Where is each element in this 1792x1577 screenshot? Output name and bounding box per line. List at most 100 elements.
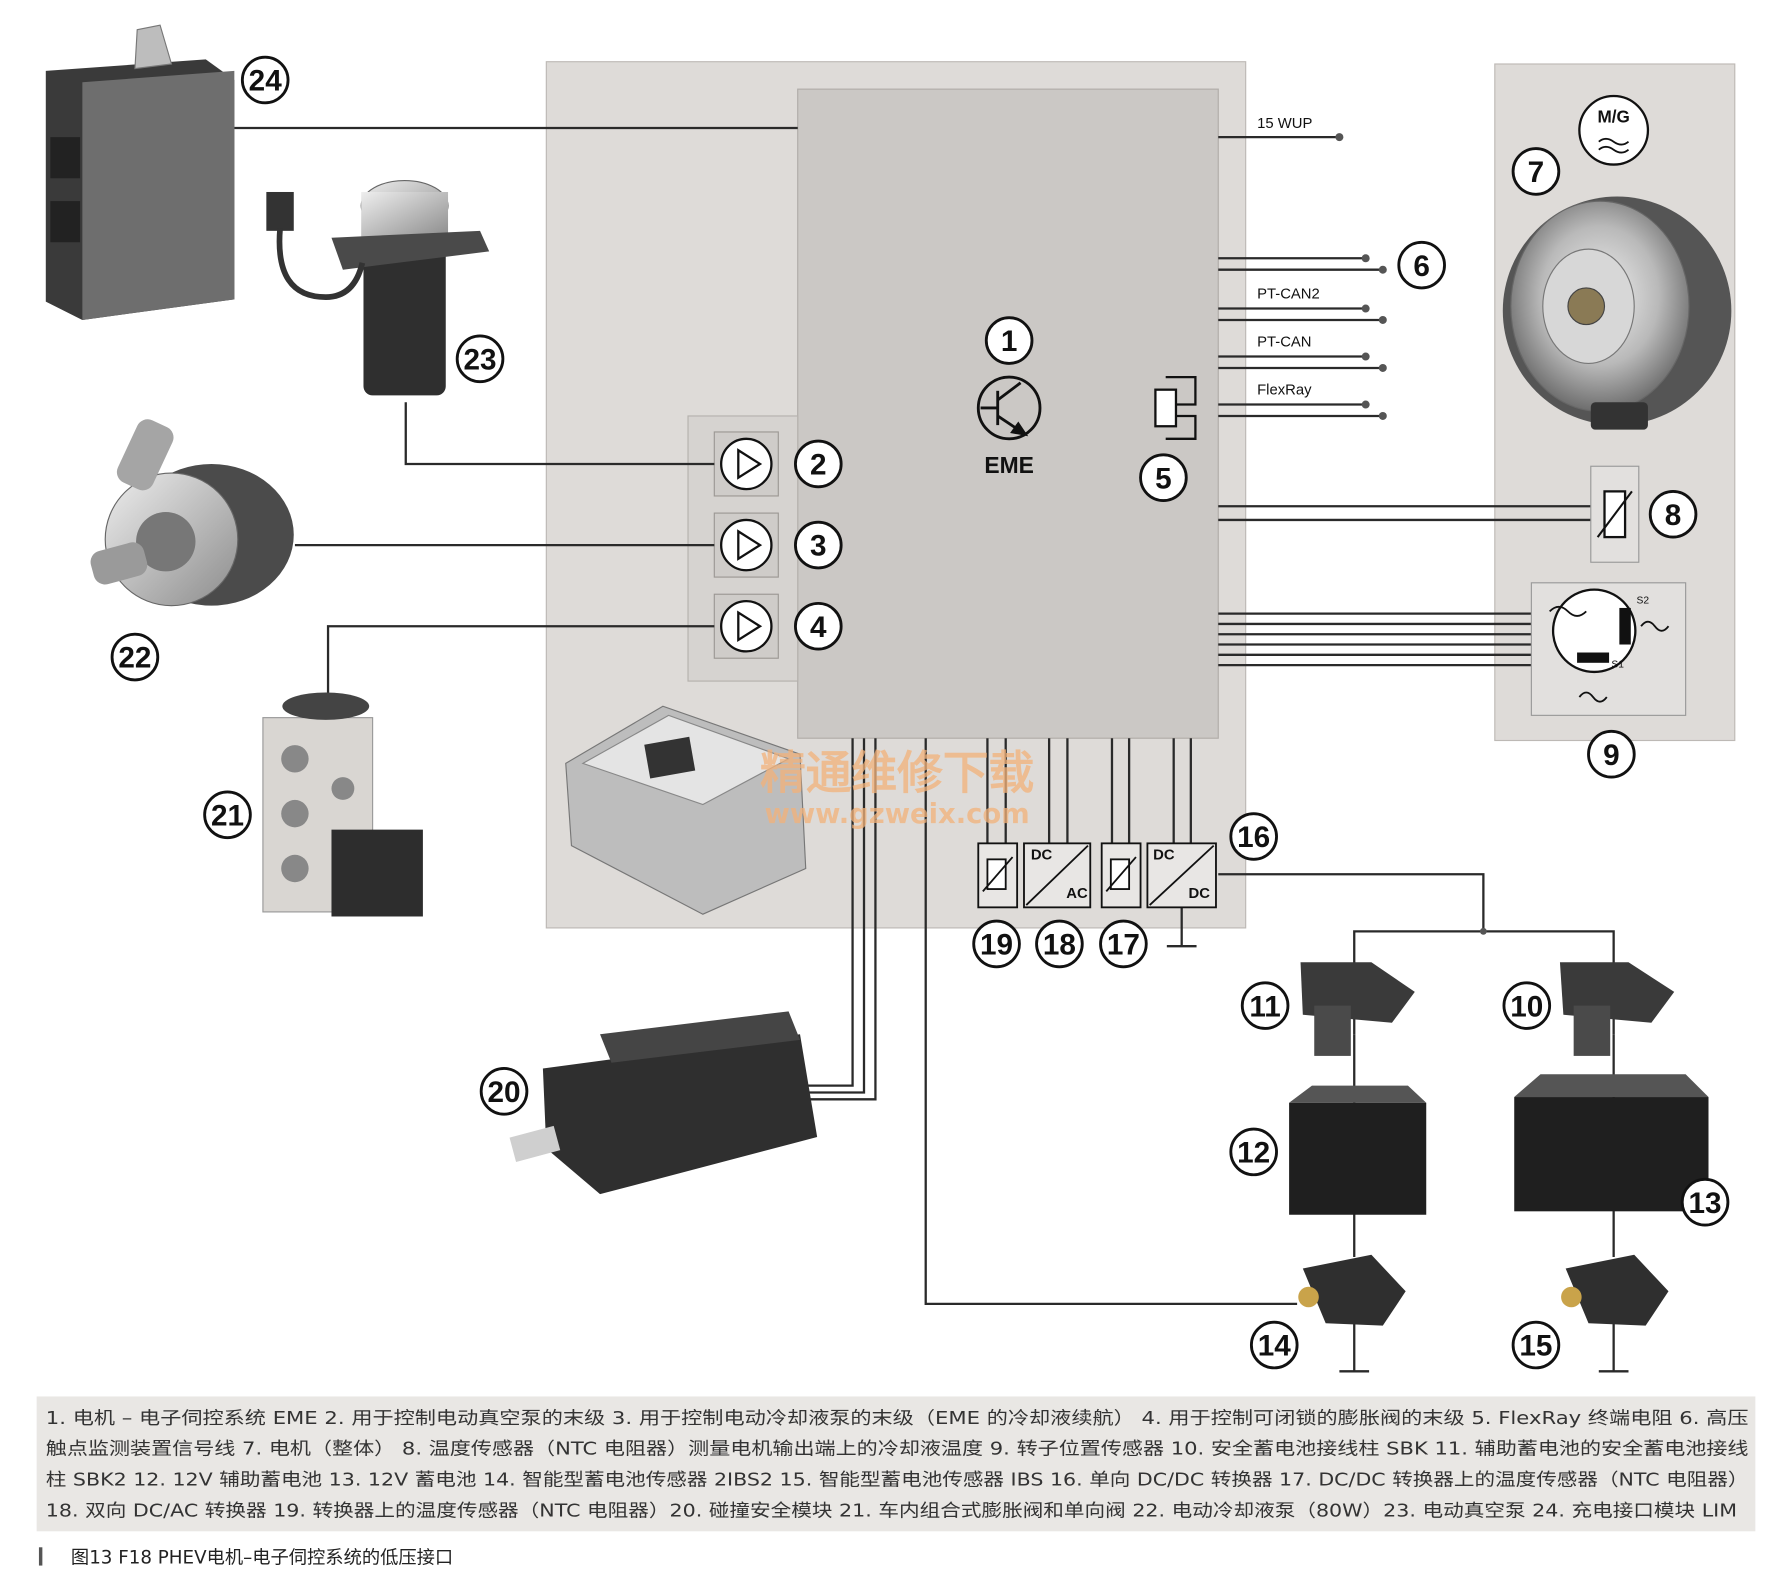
pump-stage-2 [713, 431, 779, 497]
mg-label: M/G [1597, 106, 1629, 126]
callout-number: 12 [1237, 1137, 1270, 1170]
caption-line-4: 18. 双向 DC/AC 转换器 19. 转换器上的温度传感器（NTC 电阻器）… [46, 1500, 1737, 1521]
ntc-sensor-8 [1590, 465, 1640, 563]
callout-2: 2 [794, 439, 843, 489]
wave-icon [1598, 137, 1630, 154]
callout-3: 3 [794, 520, 843, 570]
callout-number: 21 [211, 799, 244, 832]
safety-terminal-11-illustration [1300, 962, 1415, 1056]
callout-circle [1680, 1177, 1730, 1227]
callout-number: 14 [1258, 1330, 1292, 1363]
callout-13: 13 [1680, 1177, 1730, 1227]
resistor-icon [1154, 375, 1197, 440]
callout-1: 1 [984, 316, 1034, 365]
ptcan2-label: PT-CAN2 [1257, 286, 1320, 302]
crash-safety-module-illustration [509, 1011, 818, 1195]
callout-24: 24 [240, 55, 290, 105]
watermark-title: 精通维修下载 [760, 747, 1034, 800]
callout-number: 17 [1107, 929, 1140, 962]
callout-circle [479, 1067, 529, 1116]
expansion-valve-illustration [262, 692, 423, 917]
dcdc-in-label: DC [1153, 847, 1175, 863]
callout-circle [1648, 489, 1698, 539]
s1-label: S1 [1611, 659, 1624, 670]
callout-circle [1139, 453, 1188, 502]
callout-number: 5 [1155, 462, 1172, 495]
callout-number: 1 [1001, 325, 1018, 358]
s2-label: S2 [1637, 595, 1650, 606]
callout-number: 6 [1413, 250, 1430, 283]
converter-symbols [977, 842, 1217, 909]
caption-line-3: 柱 SBK2 12. 12V 辅助蓄电池 13. 12V 蓄电池 14. 智能型… [46, 1470, 1749, 1491]
callout-17: 17 [1099, 919, 1148, 969]
callout-number: 2 [810, 449, 827, 482]
callout-22: 22 [110, 632, 160, 682]
battery-sensor-14-illustration [1298, 1254, 1406, 1326]
callout-16: 16 [1229, 812, 1278, 861]
dcdc-out-label: DC [1189, 886, 1211, 902]
callout-14: 14 [1249, 1320, 1299, 1370]
callout-10: 10 [1502, 981, 1552, 1030]
dcac-dc-label: DC [1031, 847, 1053, 863]
callout-number: 18 [1043, 929, 1076, 962]
callout-number: 24 [249, 65, 283, 98]
callout-number: 23 [464, 343, 497, 376]
dcac-ac-label: AC [1066, 886, 1088, 902]
callout-number: 15 [1519, 1330, 1552, 1363]
callout-number: 9 [1603, 739, 1620, 772]
callout-number: 19 [980, 929, 1013, 962]
battery-sensor-15-illustration [1561, 1254, 1669, 1326]
callout-circle [1035, 919, 1084, 969]
callout-circle [203, 790, 252, 840]
callout-19: 19 [972, 919, 1021, 969]
callout-number: 20 [488, 1076, 521, 1109]
ptcan-label: PT-CAN [1257, 334, 1311, 350]
callout-circle [1502, 981, 1552, 1030]
callout-8: 8 [1648, 489, 1698, 539]
callout-circle [1511, 147, 1561, 196]
mg-symbol [1578, 94, 1650, 166]
callout-4: 4 [794, 601, 843, 651]
callout-7: 7 [1511, 147, 1561, 196]
callout-5: 5 [1139, 453, 1188, 502]
figure-title: 图13 F18 PHEV电机–电子伺控系统的低压接口 [71, 1547, 453, 1568]
callout-6: 6 [1397, 240, 1446, 290]
callout-circle [1240, 981, 1290, 1030]
figure-marker [38, 1547, 43, 1566]
callout-number: 11 [1249, 990, 1280, 1023]
callout-15: 15 [1511, 1320, 1561, 1370]
power-electronics-illustration [565, 705, 807, 915]
callout-circle [984, 316, 1034, 365]
battery-13-illustration [1514, 1074, 1709, 1212]
callout-number: 4 [810, 611, 827, 644]
callout-circle [455, 334, 505, 384]
rotor-position-sensor-symbol: S2 S1 [1530, 582, 1687, 716]
flexray-label: FlexRay [1257, 382, 1312, 398]
callout-circle [1099, 919, 1148, 969]
caption-box [36, 1396, 1756, 1532]
callout-20: 20 [479, 1067, 529, 1116]
charging-interface-module-illustration [45, 24, 235, 320]
callout-circle [794, 439, 843, 489]
callout-18: 18 [1035, 919, 1084, 969]
wiring [234, 126, 1629, 1373]
callout-circle [110, 632, 160, 682]
eme-block [797, 88, 1219, 739]
callout-11: 11 [1240, 981, 1290, 1030]
pump-stage-3 [713, 512, 779, 578]
callout-number: 22 [118, 642, 151, 675]
vacuum-pump-illustration [266, 179, 490, 396]
callout-number: 8 [1665, 499, 1682, 532]
callout-12: 12 [1229, 1127, 1278, 1177]
callout-circle [1397, 240, 1446, 290]
callout-21: 21 [203, 790, 252, 840]
callout-circle [240, 55, 290, 105]
callout-circle [1229, 812, 1278, 861]
eme-label: EME [984, 452, 1034, 478]
callout-circle [1587, 729, 1636, 779]
bus-endpoints [1335, 133, 1487, 935]
callout-23: 23 [455, 334, 505, 384]
callout-number: 10 [1510, 990, 1543, 1023]
